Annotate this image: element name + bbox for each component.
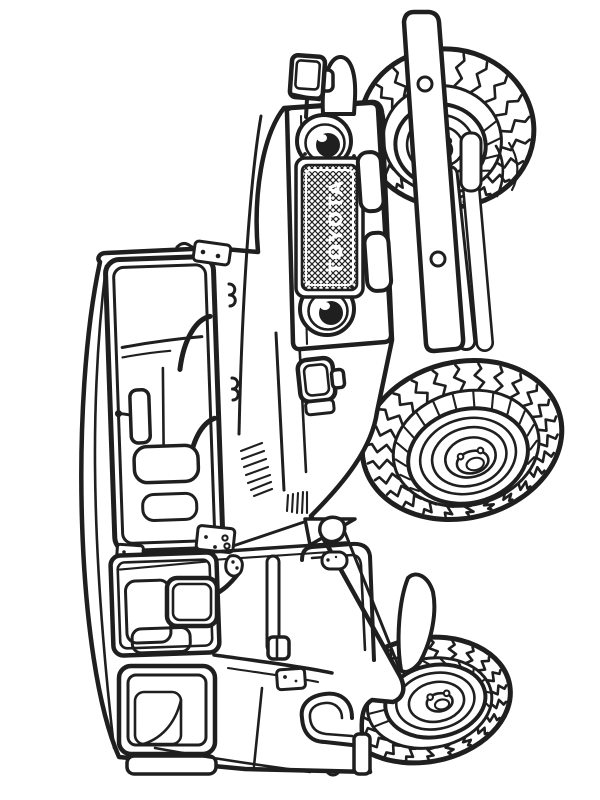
- seat-headrest: [141, 491, 199, 522]
- door-hinge-icon: [230, 376, 240, 402]
- windshield: [103, 254, 226, 554]
- latch-plate: [275, 666, 307, 692]
- seat-headrest: [132, 443, 201, 485]
- rear-fender: [299, 572, 437, 776]
- hub-caliper: [459, 131, 483, 193]
- grille-text: TOYOTA: [325, 179, 347, 275]
- toyota-grille-badge: TOYOTA: [294, 156, 365, 299]
- filler-cap: [320, 550, 349, 571]
- quarter-window: [116, 663, 218, 757]
- front-bumper: [401, 9, 466, 354]
- door-hinge-icon: [227, 282, 237, 308]
- fuel-recess: [318, 515, 347, 544]
- fender-mirror: [287, 53, 358, 119]
- door-handle: [266, 635, 291, 661]
- grille-side-vents: [355, 150, 394, 293]
- quarter-panel: [116, 515, 402, 776]
- front-grille-panel: TOYOTA: [284, 100, 394, 352]
- door: [108, 541, 348, 684]
- interior-mirror: [114, 388, 152, 445]
- side-mirror: [164, 554, 244, 629]
- front-near-wheel: [359, 357, 565, 523]
- wheel-arch-frame: [300, 541, 376, 662]
- fender-signal-lamp: [295, 355, 347, 417]
